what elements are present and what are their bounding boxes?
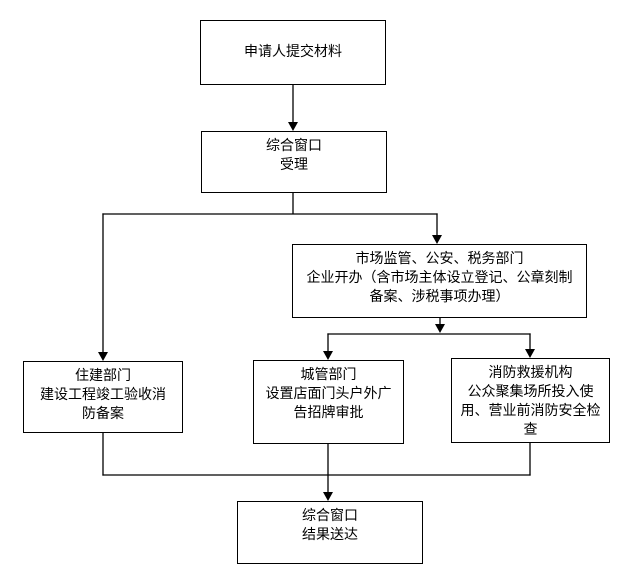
box-title: 综合窗口	[266, 139, 322, 154]
box-body-line: 受理	[280, 158, 308, 173]
box-body-line: 企业开办（含市场主体设立登记、公章刻制	[306, 271, 573, 286]
flow-box-market-regulation: 市场监管、公安、税务部门 企业开办（含市场主体设立登记、公章刻制 备案、涉税事项…	[292, 244, 587, 318]
arrowhead-into-housing	[98, 352, 108, 361]
arrowhead-into-urban	[323, 351, 333, 360]
flow-box-housing-dept: 住建部门 建设工程竣工验收消 防备案	[23, 361, 183, 433]
box-title: 市场监管、公安、税务部门	[355, 252, 524, 267]
flow-box-comprehensive-window-deliver: 综合窗口 结果送达	[237, 501, 423, 564]
box-body-line: 防备案	[82, 407, 124, 422]
box-title: 消防救援机构	[488, 366, 573, 381]
arrowhead-into-accept	[288, 122, 298, 131]
box-title: 住建部门	[75, 369, 131, 384]
box-body-line: 用、营业前消防安全检	[460, 404, 601, 419]
flow-box-comprehensive-window-accept: 综合窗口 受理	[201, 131, 387, 193]
box-body-line: 结果送达	[302, 528, 358, 543]
box-title: 城管部门	[300, 368, 357, 383]
flow-box-fire-rescue: 消防救援机构 公众聚集场所投入使 用、营业前消防安全检 查	[451, 358, 610, 443]
arrowhead-into-market	[432, 235, 442, 244]
arrowhead-into-fire	[525, 349, 535, 358]
box-body-line: 设置店面门头户外广	[265, 387, 392, 402]
box-body-line: 备案、涉税事项办理）	[369, 290, 510, 305]
box-body-line: 告招牌审批	[293, 406, 364, 421]
flow-box-urban-mgmt-dept: 城管部门 设置店面门头户外广 告招牌审批	[253, 360, 404, 444]
box-body-line: 公众聚集场所投入使	[467, 385, 594, 400]
box-title: 申请人提交材料	[244, 45, 342, 60]
arrowhead-market-stem	[435, 324, 445, 333]
box-body-line: 查	[523, 423, 538, 438]
box-title: 综合窗口	[302, 509, 358, 524]
arrowhead-into-deliver	[323, 492, 333, 501]
box-body-line: 建设工程竣工验收消	[40, 388, 166, 403]
flow-box-applicant-submit: 申请人提交材料	[200, 20, 386, 85]
